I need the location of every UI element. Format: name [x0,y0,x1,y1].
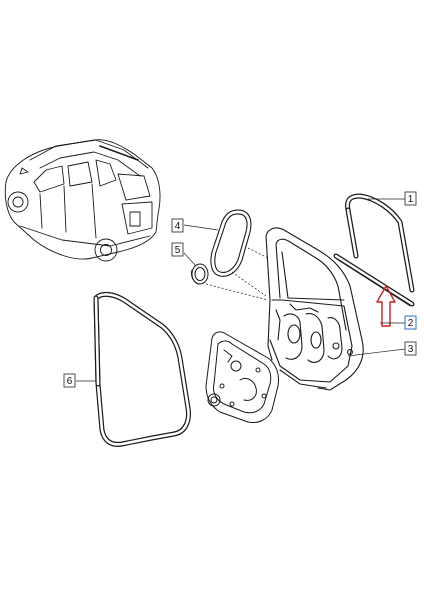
leader-lines [76,198,406,382]
part-2-beltline-strip [333,253,415,307]
callout-3-label: 3 [408,344,414,355]
callout-6: 6 [63,373,76,388]
indicator-arrow [376,285,396,327]
callout-5-label: 5 [175,245,181,256]
callout-1: 1 [404,191,417,206]
part-4-oval-seal [210,209,252,277]
callout-4-label: 4 [175,221,181,232]
callout-3: 3 [404,341,417,356]
part-1-window-channel [345,193,415,293]
callout-2: 2 [404,315,417,330]
callout-2-label: 2 [408,318,414,329]
door-shell [265,227,364,391]
callout-4: 4 [171,218,184,233]
part-3-inner-panel [205,331,279,423]
callout-1-label: 1 [408,194,414,205]
car-illustration [4,139,161,262]
part-5-grommet [191,263,209,285]
part-6-door-seal [93,291,191,447]
callout-5: 5 [171,242,184,257]
callout-6-label: 6 [67,376,73,387]
